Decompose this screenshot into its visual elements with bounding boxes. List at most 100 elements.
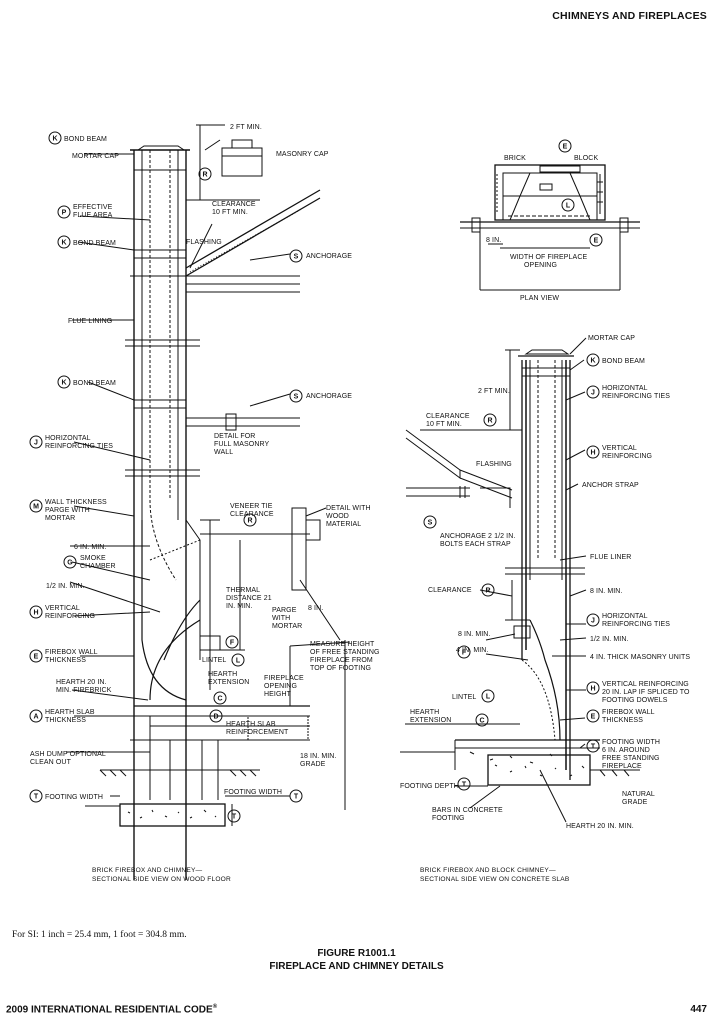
svg-text:FLASHING: FLASHING <box>186 239 222 246</box>
svg-text:LINTEL: LINTEL <box>452 694 476 701</box>
svg-text:FIREBOX WALL: FIREBOX WALL <box>602 709 655 716</box>
svg-text:FOOTING WIDTH: FOOTING WIDTH <box>45 794 103 801</box>
svg-text:HORIZONTAL: HORIZONTAL <box>45 435 91 442</box>
svg-text:ANCHORAGE: ANCHORAGE <box>306 253 352 260</box>
plan-view <box>460 164 640 291</box>
svg-text:ANCHORAGE 2 1/2 IN.: ANCHORAGE 2 1/2 IN. <box>440 533 515 540</box>
svg-text:MORTAR CAP: MORTAR CAP <box>72 153 119 160</box>
callout-t: T <box>591 744 596 751</box>
svg-text:MORTAR CAP: MORTAR CAP <box>588 335 635 342</box>
callout-k: K <box>61 240 66 247</box>
svg-text:ASH DUMP OPTIONAL: ASH DUMP OPTIONAL <box>30 751 106 758</box>
svg-text:MORTAR: MORTAR <box>45 515 75 522</box>
drawing-labels: K R P K S K S J M R G H E F L C A D T T … <box>29 124 690 883</box>
svg-text:MASONRY CAP: MASONRY CAP <box>276 151 329 158</box>
svg-text:CLEARANCE: CLEARANCE <box>426 413 470 420</box>
callout-l: L <box>486 694 491 701</box>
svg-text:EFFECTIVE: EFFECTIVE <box>73 204 113 211</box>
svg-text:BRICK FIREBOX AND CHIMNEY—: BRICK FIREBOX AND CHIMNEY— <box>92 867 203 874</box>
callout-t: T <box>462 782 467 789</box>
svg-text:DETAIL WITH: DETAIL WITH <box>326 505 371 512</box>
callout-s: S <box>428 520 433 527</box>
svg-text:VENEER TIE: VENEER TIE <box>230 503 273 510</box>
figure-title: FIREPLACE AND CHIMNEY DETAILS <box>269 961 444 972</box>
svg-text:OPENING: OPENING <box>264 683 297 690</box>
svg-text:FIREPLACE: FIREPLACE <box>264 675 304 682</box>
si-conversion-note: For SI: 1 inch = 25.4 mm, 1 foot = 304.8… <box>12 930 187 940</box>
svg-text:10 FT MIN.: 10 FT MIN. <box>426 421 462 428</box>
callout-j: J <box>591 390 595 397</box>
svg-text:2 FT MIN.: 2 FT MIN. <box>230 124 262 131</box>
callout-s: S <box>294 394 299 401</box>
svg-text:MATERIAL: MATERIAL <box>326 521 361 528</box>
svg-text:REINFORCING: REINFORCING <box>45 613 95 620</box>
svg-text:FIREBOX WALL: FIREBOX WALL <box>45 649 98 656</box>
svg-text:FOOTING DOWELS: FOOTING DOWELS <box>602 697 668 704</box>
svg-text:OPENING: OPENING <box>524 262 557 269</box>
svg-text:HEIGHT: HEIGHT <box>264 691 292 698</box>
callout-t: T <box>294 794 299 801</box>
svg-text:BOND BEAM: BOND BEAM <box>73 240 116 247</box>
callout-s: S <box>294 254 299 261</box>
callout-f: F <box>230 640 235 647</box>
svg-text:CLEARANCE: CLEARANCE <box>428 587 472 594</box>
svg-text:FOOTING: FOOTING <box>432 815 465 822</box>
svg-text:SECTIONAL SIDE VIEW ON CONCRET: SECTIONAL SIDE VIEW ON CONCRETE SLAB <box>420 876 570 883</box>
callout-j: J <box>34 440 38 447</box>
svg-text:4 IN. THICK MASONRY UNITS: 4 IN. THICK MASONRY UNITS <box>590 654 690 661</box>
svg-text:REINFORCING TIES: REINFORCING TIES <box>602 393 670 400</box>
svg-text:MORTAR: MORTAR <box>272 623 302 630</box>
svg-text:FLUE LINER: FLUE LINER <box>590 554 631 561</box>
svg-text:2 FT MIN.: 2 FT MIN. <box>478 388 510 395</box>
svg-text:NATURAL: NATURAL <box>622 791 655 798</box>
svg-text:PARGE WITH: PARGE WITH <box>45 507 90 514</box>
callout-f: F <box>462 650 467 657</box>
figure-number: FIGURE R1001.1 <box>317 948 396 959</box>
callout-d: D <box>213 714 218 721</box>
callout-m: M <box>33 504 39 511</box>
callouts-left <box>29 131 303 823</box>
svg-text:SMOKE: SMOKE <box>80 555 106 562</box>
svg-text:REINFORCING TIES: REINFORCING TIES <box>45 443 113 450</box>
svg-text:THICKNESS: THICKNESS <box>602 717 643 724</box>
left-section-view <box>66 124 351 880</box>
footer-code-title: 2009 INTERNATIONAL RESIDENTIAL CODE® <box>6 1004 217 1015</box>
svg-text:OF FREE STANDING: OF FREE STANDING <box>310 649 380 656</box>
svg-text:GRADE: GRADE <box>622 799 648 806</box>
svg-text:GRADE: GRADE <box>300 761 326 768</box>
svg-text:ANCHOR STRAP: ANCHOR STRAP <box>582 482 639 489</box>
callout-j: J <box>591 618 595 625</box>
callout-k: K <box>590 358 595 365</box>
callout-letters: K R P K S K S J M R G H E F L C A D T T … <box>33 136 599 821</box>
section-header: CHIMNEYS AND FIREPLACES <box>552 10 707 22</box>
fireplace-chimney-drawing <box>66 124 640 880</box>
svg-text:ANCHORAGE: ANCHORAGE <box>306 393 352 400</box>
svg-text:BOLTS EACH STRAP: BOLTS EACH STRAP <box>440 541 511 548</box>
callout-r: R <box>247 518 252 525</box>
svg-text:18 IN. MIN.: 18 IN. MIN. <box>300 753 337 760</box>
callout-h: H <box>590 686 595 693</box>
svg-text:WIDTH OF FIREPLACE: WIDTH OF FIREPLACE <box>510 254 587 261</box>
svg-text:PARGE: PARGE <box>272 607 297 614</box>
svg-text:THERMAL: THERMAL <box>226 587 260 594</box>
svg-text:8 IN.: 8 IN. <box>308 605 323 612</box>
footer-code-text: 2009 INTERNATIONAL RESIDENTIAL CODE <box>6 1004 213 1016</box>
svg-text:BLOCK: BLOCK <box>574 155 598 162</box>
callout-t: T <box>34 794 39 801</box>
svg-text:10 FT MIN.: 10 FT MIN. <box>212 209 248 216</box>
svg-text:IN. MIN.: IN. MIN. <box>226 603 252 610</box>
svg-text:FOOTING DEPTH: FOOTING DEPTH <box>400 783 459 790</box>
svg-text:DETAIL FOR: DETAIL FOR <box>214 433 255 440</box>
callout-k: K <box>52 136 57 143</box>
svg-text:FOOTING WIDTH: FOOTING WIDTH <box>602 739 660 746</box>
svg-text:CHAMBER: CHAMBER <box>80 563 116 570</box>
svg-text:HORIZONTAL: HORIZONTAL <box>602 385 648 392</box>
svg-text:BOND BEAM: BOND BEAM <box>64 136 107 143</box>
svg-text:FULL MASONRY: FULL MASONRY <box>214 441 269 448</box>
svg-text:8 IN. MIN.: 8 IN. MIN. <box>590 588 623 595</box>
svg-text:CLEAN OUT: CLEAN OUT <box>30 759 72 766</box>
svg-text:BRICK: BRICK <box>504 155 526 162</box>
svg-text:CLEARANCE: CLEARANCE <box>212 201 256 208</box>
right-labels: MORTAR CAP BOND BEAM 2 FT MIN. HORIZONTA… <box>400 335 690 883</box>
registered-mark: ® <box>212 1004 218 1010</box>
